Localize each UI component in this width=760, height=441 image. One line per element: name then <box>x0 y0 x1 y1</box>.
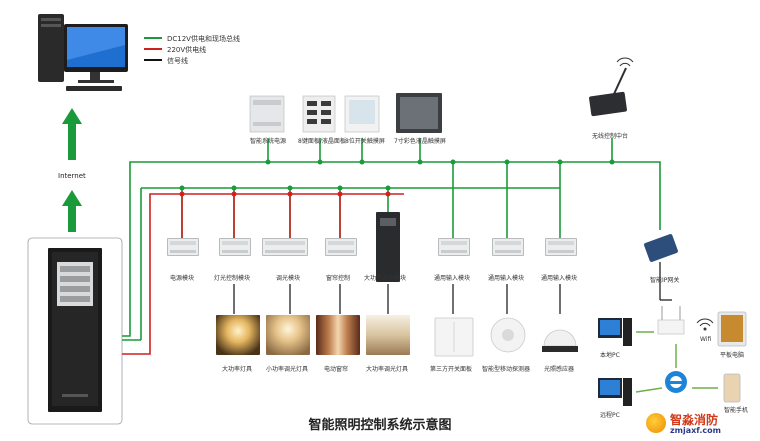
high-power-dimmable-lamp-label: 大功率调光灯具 <box>366 366 409 373</box>
legend-power-label: 220V供电线 <box>167 46 207 54</box>
dimming-module-label: 调光模块 <box>276 275 301 282</box>
smartphone-label: 智能手机 <box>724 407 749 414</box>
power-module-label: 电源模块 <box>170 275 195 282</box>
legend-lines <box>144 37 162 61</box>
remote-pc-icon <box>598 378 632 406</box>
electric-curtain-label: 电动窗帘 <box>324 366 349 373</box>
lighting-control-label: 灯光控制模块 <box>214 275 251 282</box>
high-power-lamp-label: 大功率灯具 <box>222 366 253 373</box>
key-panel-label: 8键面板/液晶面板 <box>298 138 346 145</box>
internet-arrows <box>62 108 82 232</box>
power-supply-icon <box>249 95 285 133</box>
key-panel-icon <box>302 95 336 133</box>
wireless-hub-icon <box>589 57 634 117</box>
gateway-label: 智能IP网关 <box>650 277 680 284</box>
power-junctions <box>179 191 391 197</box>
motion-detector-label: 智能型移动探测器 <box>482 366 531 373</box>
local-pc-icon <box>598 318 632 346</box>
bus-junctions <box>179 159 615 191</box>
switch-panel-icon <box>434 317 474 357</box>
light-sensor-label: 光照感应器 <box>544 366 575 373</box>
wifi-icon <box>696 318 714 331</box>
input-module-2-label: 通用输入模块 <box>488 275 525 282</box>
input-module-1 <box>438 238 470 256</box>
smartphone-icon <box>723 373 741 403</box>
switch-panel-label: 第三方开关面板 <box>430 366 473 373</box>
input-module-1-label: 通用输入模块 <box>434 275 471 282</box>
input-module-3 <box>545 238 577 256</box>
high-power-dimmable-lamp-image <box>366 315 410 355</box>
legend-bus-label: DC12V供电和现场总线 <box>167 35 240 43</box>
high-power-lamp-image <box>216 315 260 355</box>
internet-label: Internet <box>58 172 86 180</box>
touch-switch-icon <box>344 95 380 133</box>
watermark: 智淼消防 zmjaxf.com <box>644 411 754 439</box>
browser-icon <box>665 371 687 393</box>
local-pc-label: 本地PC <box>600 352 620 359</box>
input-module-3-label: 通用输入模块 <box>541 275 578 282</box>
remote-pc-label: 远程PC <box>600 412 620 419</box>
red-power-lines <box>122 193 404 355</box>
curtain-module <box>325 238 357 256</box>
cabinet-frame <box>27 237 123 425</box>
watermark-logo-icon <box>646 413 666 433</box>
curtain-module-label: 窗帘控制 <box>326 275 351 282</box>
dimming-module <box>262 238 308 256</box>
high-power-dimmer-label: 大功率调光模块 <box>364 275 407 282</box>
power-module <box>167 238 199 256</box>
dimmable-lamp-image <box>266 315 310 355</box>
diagram-title: 智能照明控制系统示意图 <box>308 418 452 433</box>
tablet-label: 平板电脑 <box>720 352 745 359</box>
wireless-hub-label: 无线控制中台 <box>592 133 629 140</box>
power-supply-label: 智能系统电源 <box>250 138 287 145</box>
light-sensor-icon <box>542 329 578 352</box>
dimmable-lamp-label: 小功率调光灯具 <box>266 366 309 373</box>
ip-gateway-icon <box>644 234 678 262</box>
input-module-2 <box>492 238 524 256</box>
motion-detector-icon <box>490 317 526 353</box>
watermark-url: zmjaxf.com <box>670 426 721 435</box>
control-cabinet-icon <box>48 248 102 412</box>
watermark-name: 智淼消防 <box>670 413 719 427</box>
electric-curtain-image <box>316 315 360 355</box>
router-icon <box>657 306 685 335</box>
wifi-label: Wifi <box>700 336 712 343</box>
connection-arrows <box>635 331 718 393</box>
touchscreen-icon <box>396 93 442 133</box>
signal-lines <box>233 262 672 314</box>
tablet-icon <box>717 311 747 347</box>
desktop-computer-icon <box>38 14 128 91</box>
high-power-dimmer-icon <box>376 212 400 282</box>
touch-switch-label: 8位开关触摸屏 <box>345 138 385 145</box>
lighting-control-module <box>219 238 251 256</box>
touchscreen-label: 7寸彩色液晶触摸屏 <box>394 138 446 145</box>
legend-signal-label: 信号线 <box>167 57 188 65</box>
